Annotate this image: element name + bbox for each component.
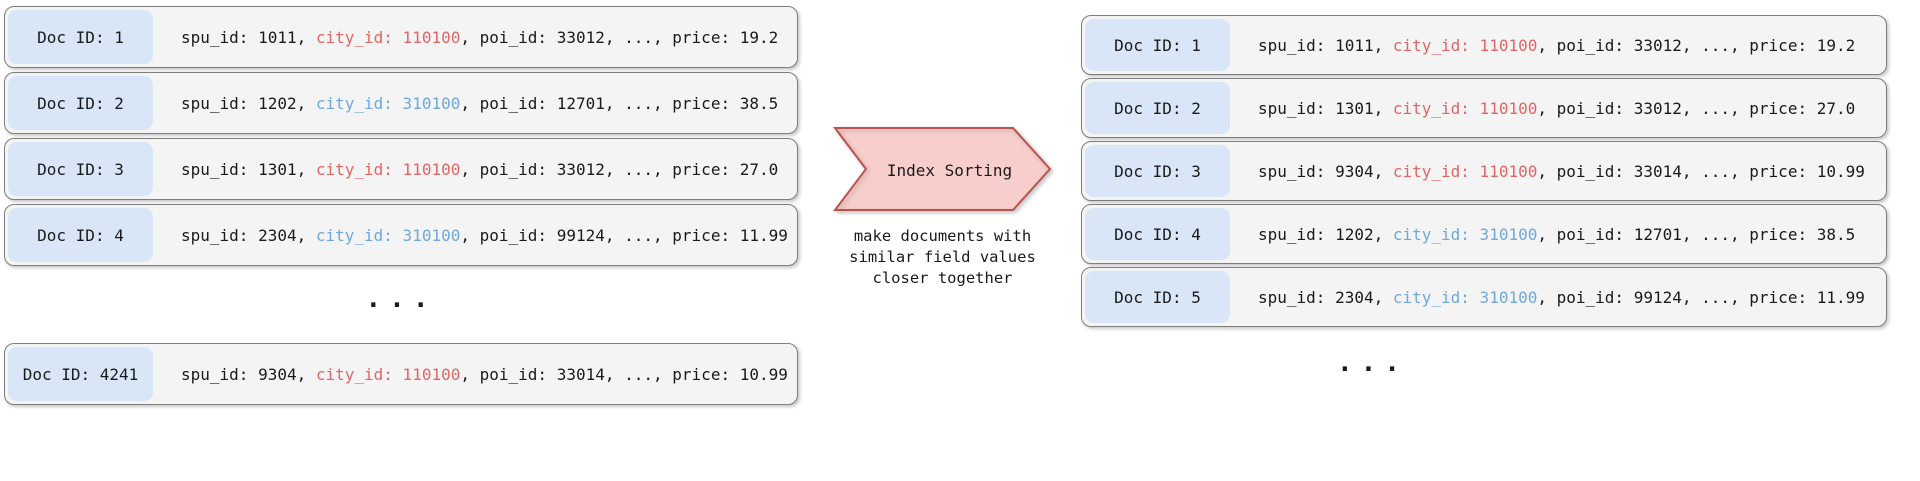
city-id-highlight: city_id: 110100 <box>315 364 461 384</box>
city-id-highlight: city_id: 310100 <box>315 93 461 113</box>
doc-id-badge: Doc ID: 4241 <box>8 347 153 401</box>
doc-fields-text: spu_id: 1301, city_id: 110100, poi_id: 3… <box>1258 99 1855 118</box>
field-text: , poi_id: 12701, ..., price: 38.5 <box>460 93 779 113</box>
field-text: spu_id: 1301, <box>1258 98 1393 118</box>
unsorted-documents-list: Doc ID: 1 spu_id: 1011, city_id: 110100,… <box>4 6 798 405</box>
field-text: , poi_id: 12701, ..., price: 38.5 <box>1537 224 1856 244</box>
doc-fields-text: spu_id: 9304, city_id: 110100, poi_id: 3… <box>1258 162 1865 181</box>
doc-id-badge: Doc ID: 2 <box>8 76 153 130</box>
doc-row: Doc ID: 1 spu_id: 1011, city_id: 110100,… <box>4 6 798 68</box>
city-id-highlight: city_id: 110100 <box>1392 35 1538 55</box>
chevron-arrow-shape <box>835 128 1050 210</box>
doc-id-badge: Doc ID: 2 <box>1085 82 1230 134</box>
doc-fields-text: spu_id: 1011, city_id: 110100, poi_id: 3… <box>1258 36 1855 55</box>
field-text: , poi_id: 33014, ..., price: 10.99 <box>460 364 788 384</box>
field-text: , poi_id: 33012, ..., price: 27.0 <box>460 159 779 179</box>
doc-fields-text: spu_id: 9304, city_id: 110100, poi_id: 3… <box>181 365 788 384</box>
doc-id-badge: Doc ID: 5 <box>1085 271 1230 323</box>
doc-row: Doc ID: 1 spu_id: 1011, city_id: 110100,… <box>1081 15 1887 75</box>
city-id-highlight: city_id: 110100 <box>315 159 461 179</box>
field-text: , poi_id: 99124, ..., price: 11.99 <box>460 225 788 245</box>
doc-fields-text: spu_id: 1202, city_id: 310100, poi_id: 1… <box>181 94 778 113</box>
field-text: , poi_id: 99124, ..., price: 11.99 <box>1537 287 1865 307</box>
doc-row: Doc ID: 3 spu_id: 1301, city_id: 110100,… <box>4 138 798 200</box>
doc-fields-text: spu_id: 1011, city_id: 110100, poi_id: 3… <box>181 28 778 47</box>
doc-row: Doc ID: 2 spu_id: 1301, city_id: 110100,… <box>1081 78 1887 138</box>
field-text: spu_id: 1301, <box>181 159 316 179</box>
doc-row: Doc ID: 4 spu_id: 2304, city_id: 310100,… <box>4 204 798 266</box>
doc-id-badge: Doc ID: 4 <box>1085 208 1230 260</box>
doc-fields-text: spu_id: 1202, city_id: 310100, poi_id: 1… <box>1258 225 1855 244</box>
doc-fields-text: spu_id: 2304, city_id: 310100, poi_id: 9… <box>1258 288 1865 307</box>
chevron-arrow-icon <box>832 127 1052 211</box>
field-text: , poi_id: 33012, ..., price: 19.2 <box>1537 35 1856 55</box>
doc-id-badge: Doc ID: 1 <box>8 10 153 64</box>
city-id-highlight: city_id: 310100 <box>315 225 461 245</box>
doc-row: Doc ID: 5 spu_id: 2304, city_id: 310100,… <box>1081 267 1887 327</box>
field-text: spu_id: 2304, <box>181 225 316 245</box>
doc-id-badge: Doc ID: 3 <box>1085 145 1230 197</box>
index-sorting-step: Index Sorting <box>830 125 1055 215</box>
field-text: , poi_id: 33014, ..., price: 10.99 <box>1537 161 1865 181</box>
city-id-highlight: city_id: 110100 <box>1392 161 1538 181</box>
city-id-highlight: city_id: 310100 <box>1392 224 1538 244</box>
field-text: , poi_id: 33012, ..., price: 27.0 <box>1537 98 1856 118</box>
doc-fields-text: spu_id: 1301, city_id: 110100, poi_id: 3… <box>181 160 778 179</box>
sorted-documents-list: Doc ID: 1 spu_id: 1011, city_id: 110100,… <box>1081 15 1887 327</box>
doc-row: Doc ID: 3 spu_id: 9304, city_id: 110100,… <box>1081 141 1887 201</box>
field-text: , poi_id: 33012, ..., price: 19.2 <box>460 27 779 47</box>
doc-id-badge: Doc ID: 4 <box>8 208 153 262</box>
city-id-highlight: city_id: 110100 <box>1392 98 1538 118</box>
doc-row: Doc ID: 4241 spu_id: 9304, city_id: 1101… <box>4 343 798 405</box>
doc-fields-text: spu_id: 2304, city_id: 310100, poi_id: 9… <box>181 226 788 245</box>
arrow-caption: make documents with similar field values… <box>849 227 1036 287</box>
field-text: spu_id: 1011, <box>1258 35 1393 55</box>
city-id-highlight: city_id: 310100 <box>1392 287 1538 307</box>
doc-id-badge: Doc ID: 1 <box>1085 19 1230 71</box>
field-text: spu_id: 2304, <box>1258 287 1393 307</box>
arrow-label: Index Sorting <box>886 160 1013 180</box>
more-documents-ellipsis: ... <box>365 284 437 314</box>
city-id-highlight: city_id: 110100 <box>315 27 461 47</box>
field-text: spu_id: 9304, <box>181 364 316 384</box>
field-text: spu_id: 9304, <box>1258 161 1393 181</box>
doc-id-badge: Doc ID: 3 <box>8 142 153 196</box>
doc-row: Doc ID: 2 spu_id: 1202, city_id: 310100,… <box>4 72 798 134</box>
doc-row: Doc ID: 4 spu_id: 1202, city_id: 310100,… <box>1081 204 1887 264</box>
field-text: spu_id: 1202, <box>1258 224 1393 244</box>
more-documents-ellipsis: ... <box>1337 348 1408 378</box>
field-text: spu_id: 1011, <box>181 27 316 47</box>
field-text: spu_id: 1202, <box>181 93 316 113</box>
chevron-arrow-outline <box>832 127 1052 211</box>
